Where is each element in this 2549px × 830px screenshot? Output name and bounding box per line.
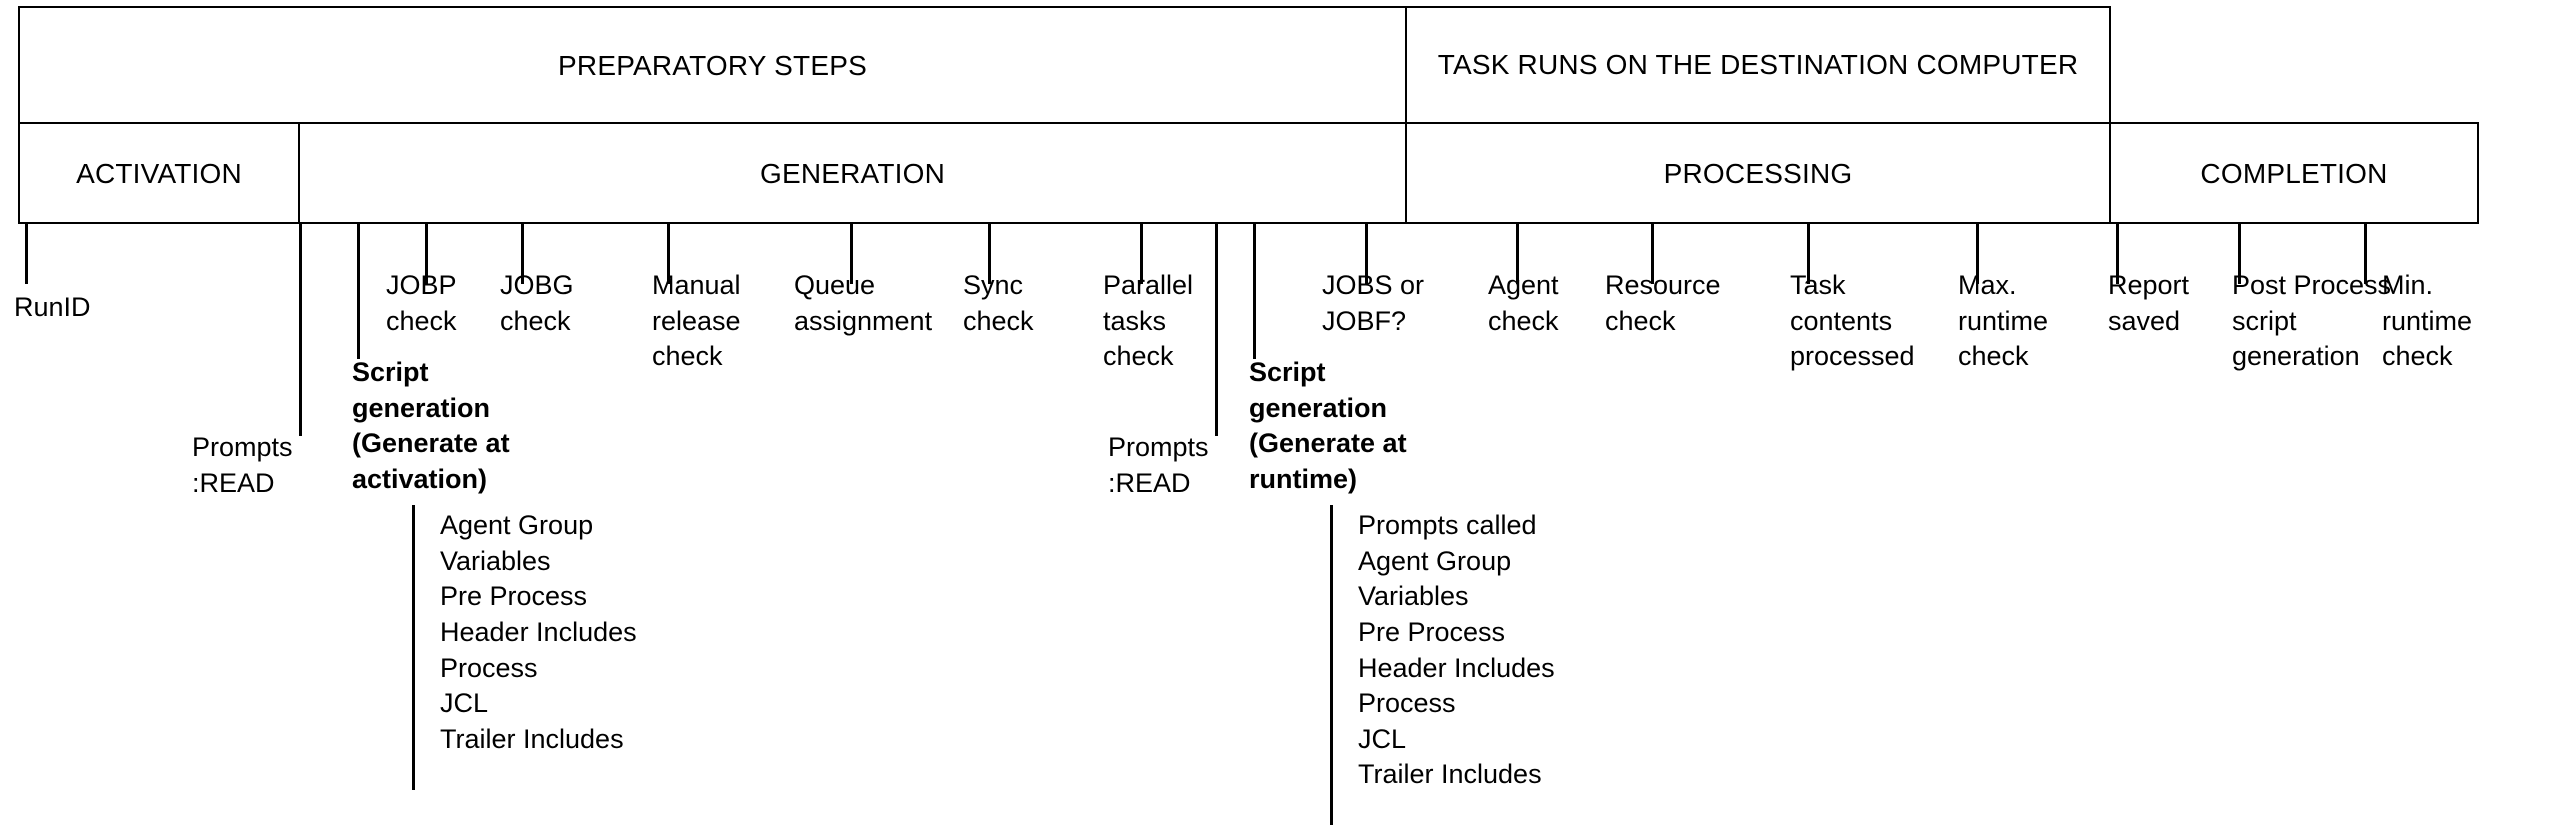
band-processing: PROCESSING [1405, 122, 2111, 224]
list-item: Pre Process [1358, 616, 1506, 647]
list-item: Header Includes [440, 616, 637, 647]
step-sync-check: Sync check [963, 270, 1034, 336]
tick-queue-assignment [850, 224, 853, 284]
band-preparatory-steps-label: PREPARATORY STEPS [558, 49, 867, 81]
band-completion: COMPLETION [2109, 122, 2479, 224]
step-task-contents-processed: Task contents processed [1790, 270, 1915, 372]
step-min-runtime-check: Min. runtime check [2382, 270, 2473, 372]
band-activation-label: ACTIVATION [76, 157, 242, 189]
step-manual-release-check: Manual release check [652, 270, 741, 372]
band-activation: ACTIVATION [18, 122, 300, 224]
band-preparatory-steps: PREPARATORY STEPS [18, 6, 1407, 124]
tick-manual-release-check [667, 224, 670, 284]
band-task-runs-destination: TASK RUNS ON THE DESTINATION COMPUTER [1405, 6, 2111, 124]
list-item: Pre Process [440, 581, 588, 612]
list-item: Agent Group [1358, 545, 1512, 576]
band-completion-label: COMPLETION [2200, 157, 2388, 189]
list-item: Trailer Includes [440, 723, 624, 754]
tick-script-generation-runtime [1253, 224, 1256, 359]
step-prompts-read-2: Prompts :READ [1108, 432, 1209, 498]
tick-agent-check [1516, 224, 1519, 284]
band-processing-label: PROCESSING [1663, 157, 1853, 189]
tick-parallel-tasks-check [1140, 224, 1143, 284]
tick-task-contents-processed [1807, 224, 1810, 284]
band-task-runs-destination-label: TASK RUNS ON THE DESTINATION COMPUTER [1437, 48, 2079, 80]
step-jobs-or-jobf: JOBS or JOBF? [1322, 270, 1425, 336]
bracket-script-generation-runtime-items [1330, 505, 1333, 825]
step-prompts-read-1: Prompts :READ [192, 432, 293, 498]
step-runid: RunID [14, 292, 91, 322]
sublist-script-generation-runtime: Prompts called Agent Group Variables Pre… [1358, 508, 1658, 793]
tick-report-saved [2116, 224, 2119, 284]
step-agent-check: Agent check [1488, 270, 1559, 336]
list-item: Process [440, 652, 538, 683]
tick-prompts-read-1 [299, 224, 302, 436]
list-item: JCL [1358, 723, 1407, 754]
tick-sync-check [988, 224, 991, 284]
step-script-generation-runtime: Script generation (Generate at runtime) [1249, 357, 1407, 494]
list-item: Variables [1358, 581, 1469, 612]
list-item: JCL [440, 688, 489, 719]
step-queue-assignment: Queue assignment [794, 270, 933, 336]
tick-jobp-check [425, 224, 428, 284]
tick-jobg-check [521, 224, 524, 284]
band-generation-label: GENERATION [759, 157, 946, 189]
tick-jobs-or-jobf [1365, 224, 1368, 284]
list-item: Header Includes [1358, 652, 1555, 683]
tick-resource-check [1651, 224, 1654, 284]
tick-script-generation-activation [357, 224, 360, 359]
list-item: Agent Group [440, 510, 594, 540]
tick-runid [25, 224, 28, 284]
list-item: Trailer Includes [1358, 759, 1542, 790]
sublist-script-generation-activation: Agent Group Variables Pre Process Header… [440, 508, 740, 757]
list-item: Prompts called [1358, 510, 1537, 540]
list-item: Process [1358, 688, 1456, 719]
tick-max-runtime-check [1976, 224, 1979, 284]
tick-prompts-read-2 [1215, 224, 1218, 436]
step-max-runtime-check: Max. runtime check [1958, 270, 2049, 372]
step-script-generation-activation: Script generation (Generate at activatio… [352, 357, 510, 494]
step-parallel-tasks-check: Parallel tasks check [1103, 270, 1194, 372]
step-resource-check: Resource check [1605, 270, 1721, 336]
step-jobg-check: JOBG check [500, 270, 574, 336]
bracket-script-generation-activation-items [412, 505, 415, 790]
list-item: Variables [440, 545, 551, 576]
band-generation: GENERATION [298, 122, 1407, 224]
step-report-saved: Report saved [2108, 270, 2190, 336]
step-post-process-script-generation: Post Process script generation [2232, 270, 2392, 372]
tick-min-runtime-check [2364, 224, 2367, 284]
tick-post-process-script-generation [2238, 224, 2241, 284]
step-jobp-check: JOBP check [386, 270, 457, 336]
